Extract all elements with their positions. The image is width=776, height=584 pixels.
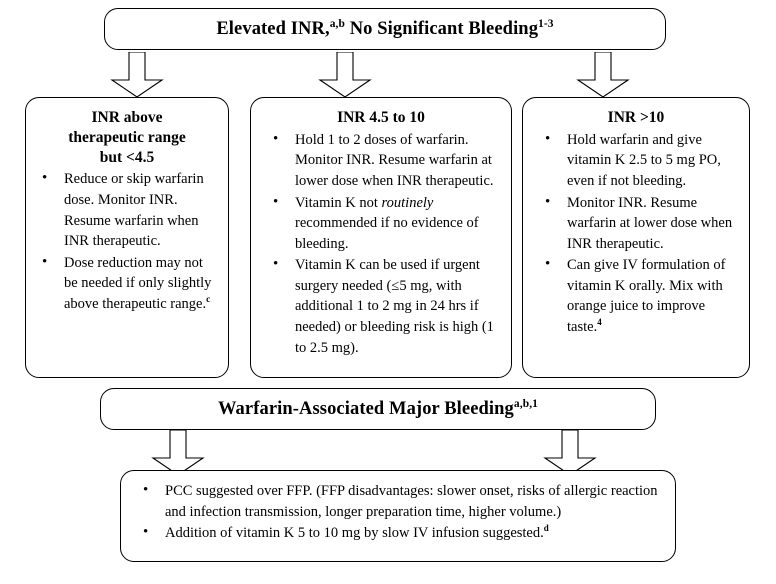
top-banner-superscript-ab: a,b <box>329 17 345 30</box>
bleeding-bullet-2-superscript: d <box>543 523 549 534</box>
top-banner-superscript-refs: 1-3 <box>538 17 554 30</box>
column-box-inr-below-4-5: INR above therapeutic range but <4.5 Red… <box>25 97 229 378</box>
list-item: Reduce or skip warfarin dose. Monitor IN… <box>26 168 220 251</box>
bleeding-banner-warfarin-associated: Warfarin-Associated Major Bleedinga,b,1 <box>100 388 656 430</box>
top-banner-text-part2: No Significant Bleeding <box>344 18 539 39</box>
column-2-bullet-2-text: Vitamin K not routinely recommended if n… <box>295 194 479 252</box>
column-2-bullet-2-italic-word: routinely <box>381 194 434 211</box>
list-item: Addition of vitamin K 5 to 10 mg by slow… <box>121 522 667 544</box>
list-item: Dose reduction may not be needed if only… <box>26 252 220 315</box>
top-banner-text: Elevated INR,a,b No Significant Bleeding… <box>216 17 554 39</box>
column-1-bullet-2-superscript: c <box>206 294 211 305</box>
bleeding-banner-text-main: Warfarin-Associated Major Bleeding <box>217 398 514 419</box>
column-1-title: INR above therapeutic range but <4.5 <box>26 98 228 167</box>
column-1-bullet-list: Reduce or skip warfarin dose. Monitor IN… <box>26 168 228 315</box>
bleeding-bullet-list: PCC suggested over FFP. (FFP disadvantag… <box>121 480 675 544</box>
list-item: Vitamin K not routinely recommended if n… <box>251 192 503 255</box>
list-item: Monitor INR. Resume warfarin at lower do… <box>523 192 741 255</box>
column-3-title-line1: INR >10 <box>607 109 665 126</box>
column-2-title-line1: INR 4.5 to 10 <box>337 109 425 126</box>
column-2-title: INR 4.5 to 10 <box>251 98 511 128</box>
column-3-bullet-1-text: Hold warfarin and give vitamin K 2.5 to … <box>567 131 721 189</box>
arrow-down-to-column-2 <box>312 52 378 98</box>
bleeding-banner-text: Warfarin-Associated Major Bleedinga,b,1 <box>217 397 539 419</box>
arrow-down-to-column-1 <box>104 52 170 98</box>
column-1-title-line1: INR above <box>91 109 163 126</box>
column-box-inr-4-5-to-10: INR 4.5 to 10 Hold 1 to 2 doses of warfa… <box>250 97 512 378</box>
bleeding-treatment-box: PCC suggested over FFP. (FFP disadvantag… <box>120 470 676 562</box>
list-item: Can give IV formulation of vitamin K ora… <box>523 254 741 337</box>
column-2-bullet-list: Hold 1 to 2 doses of warfarin. Monitor I… <box>251 129 511 358</box>
arrow-down-to-bleeding-box-left <box>145 430 211 476</box>
bleeding-bullet-1-text: PCC suggested over FFP. (FFP disadvantag… <box>165 483 658 520</box>
bleeding-bullet-2-text: Addition of vitamin K 5 to 10 mg by slow… <box>165 525 544 542</box>
column-1-title-line2: therapeutic range <box>68 128 186 146</box>
list-item: Vitamin K can be used if urgent surgery … <box>251 254 503 358</box>
column-3-title: INR >10 <box>523 98 749 128</box>
column-2-bullet-3-text: Vitamin K can be used if urgent surgery … <box>295 257 494 356</box>
column-1-bullet-1-text: Reduce or skip warfarin dose. Monitor IN… <box>64 171 204 250</box>
top-banner-text-part1: Elevated INR, <box>216 18 330 39</box>
arrow-down-to-bleeding-box-right <box>537 430 603 476</box>
column-3-bullet-list: Hold warfarin and give vitamin K 2.5 to … <box>523 129 749 338</box>
top-banner-elevated-inr: Elevated INR,a,b No Significant Bleeding… <box>104 8 666 50</box>
column-1-title-line3: but <4.5 <box>99 148 155 166</box>
column-1-bullet-2-text: Dose reduction may not be needed if only… <box>64 254 212 312</box>
arrow-down-to-column-3 <box>570 52 636 98</box>
bleeding-banner-superscript: a,b,1 <box>513 397 539 410</box>
column-2-bullet-1-text: Hold 1 to 2 doses of warfarin. Monitor I… <box>295 131 494 189</box>
column-3-bullet-2-text: Monitor INR. Resume warfarin at lower do… <box>567 194 733 252</box>
list-item: Hold 1 to 2 doses of warfarin. Monitor I… <box>251 129 503 192</box>
list-item: Hold warfarin and give vitamin K 2.5 to … <box>523 129 741 192</box>
list-item: PCC suggested over FFP. (FFP disadvantag… <box>121 480 667 522</box>
column-3-bullet-3-text: Can give IV formulation of vitamin K ora… <box>567 257 726 336</box>
column-3-bullet-3-superscript: 4 <box>597 317 602 328</box>
column-box-inr-over-10: INR >10 Hold warfarin and give vitamin K… <box>522 97 750 378</box>
